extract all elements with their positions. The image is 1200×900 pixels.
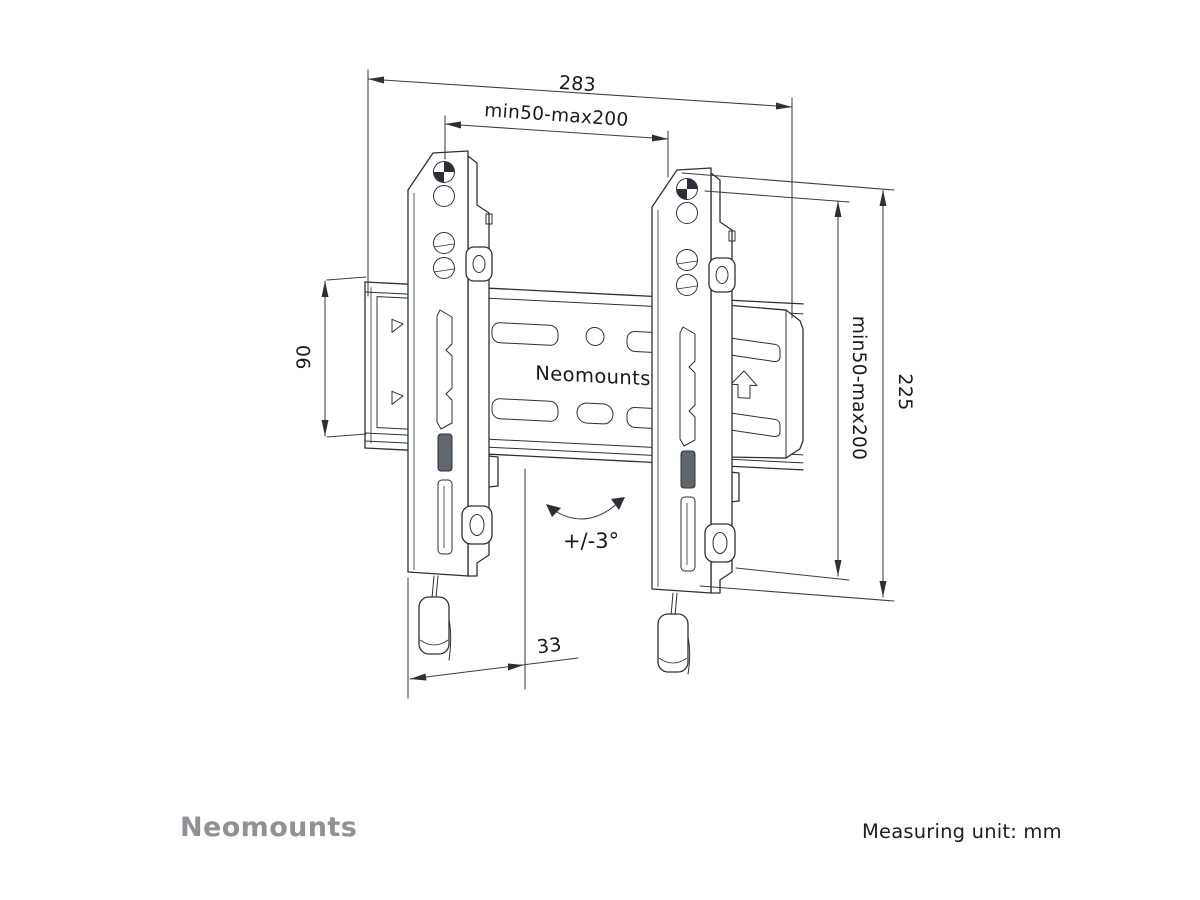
rail-hook-tab [391,390,404,405]
dim-plate-height-label: 90 [293,345,315,370]
left-bracket [407,150,499,577]
bracket-screw-holes [433,161,455,279]
tilt-annotation: +/-3° [546,497,625,553]
dim-hole-pattern-width-label: min50-max200 [484,100,629,131]
plate-round-hole [585,326,605,347]
dim-wall-distance-label: 33 [536,634,563,659]
right-bracket [651,167,740,594]
left-strap [418,575,452,661]
plate-logo-text: Neomounts [535,362,651,391]
bracket-screw-holes [676,178,698,296]
tilt-range-label: +/-3° [563,529,619,553]
bracket-clip [704,257,736,563]
plate-oval-hole [576,402,614,425]
dim-hole-pattern-height-label: min50-max200 [848,316,869,460]
measuring-unit-note: Measuring unit: mm [862,820,1062,843]
bracket-clip [461,246,493,545]
plate-right-end [724,304,804,459]
wall-plate: Neomounts [364,281,804,471]
strap-handle [418,596,450,655]
strap-handle [657,613,689,673]
right-strap [657,592,691,675]
bracket-dark-slot [680,450,696,489]
brand-logo-text: Neomounts [180,812,358,843]
dim-overall-height-label: 225 [894,373,916,410]
dim-overall-width-label: 283 [558,72,597,97]
rail-hook-tab [391,318,404,333]
bracket-dark-slot [437,433,453,472]
